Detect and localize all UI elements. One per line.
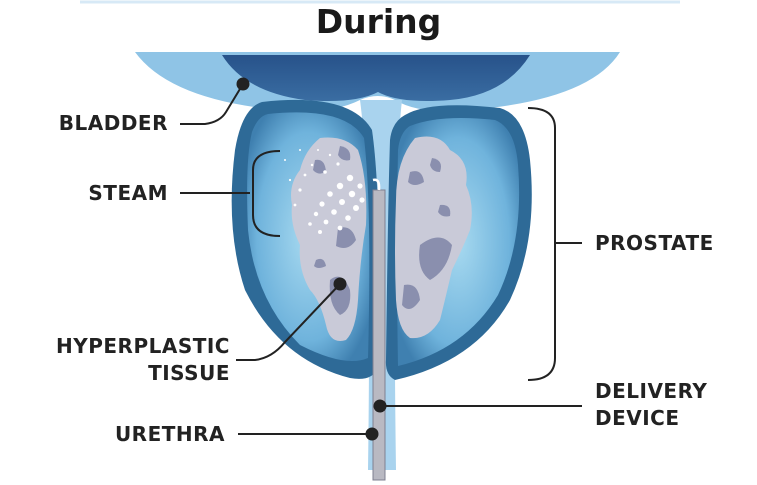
label-steam: STEAM — [88, 181, 168, 205]
leader-hyperplastic — [236, 283, 341, 361]
steam-bracket — [252, 150, 281, 237]
label-urethra: URETHRA — [114, 422, 225, 446]
label-bladder: BLADDER — [58, 111, 168, 135]
label-hyperplastic-line1: HYPERPLASTIC — [56, 334, 230, 358]
label-prostate: PROSTATE — [595, 231, 714, 255]
leader-lines — [180, 77, 582, 441]
label-delivery-line1: DELIVERY — [595, 379, 708, 403]
label-delivery-line2: DEVICE — [595, 406, 680, 430]
leader-bladder — [180, 83, 244, 125]
label-hyperplastic-line2: TISSUE — [148, 361, 230, 385]
prostate-bracket — [527, 107, 556, 381]
diagram-title: During — [315, 2, 442, 41]
bladder-shape — [135, 52, 620, 112]
steam-dots — [284, 149, 365, 234]
prostate-right-lobe — [385, 105, 532, 380]
prostate-left-lobe — [231, 99, 380, 379]
